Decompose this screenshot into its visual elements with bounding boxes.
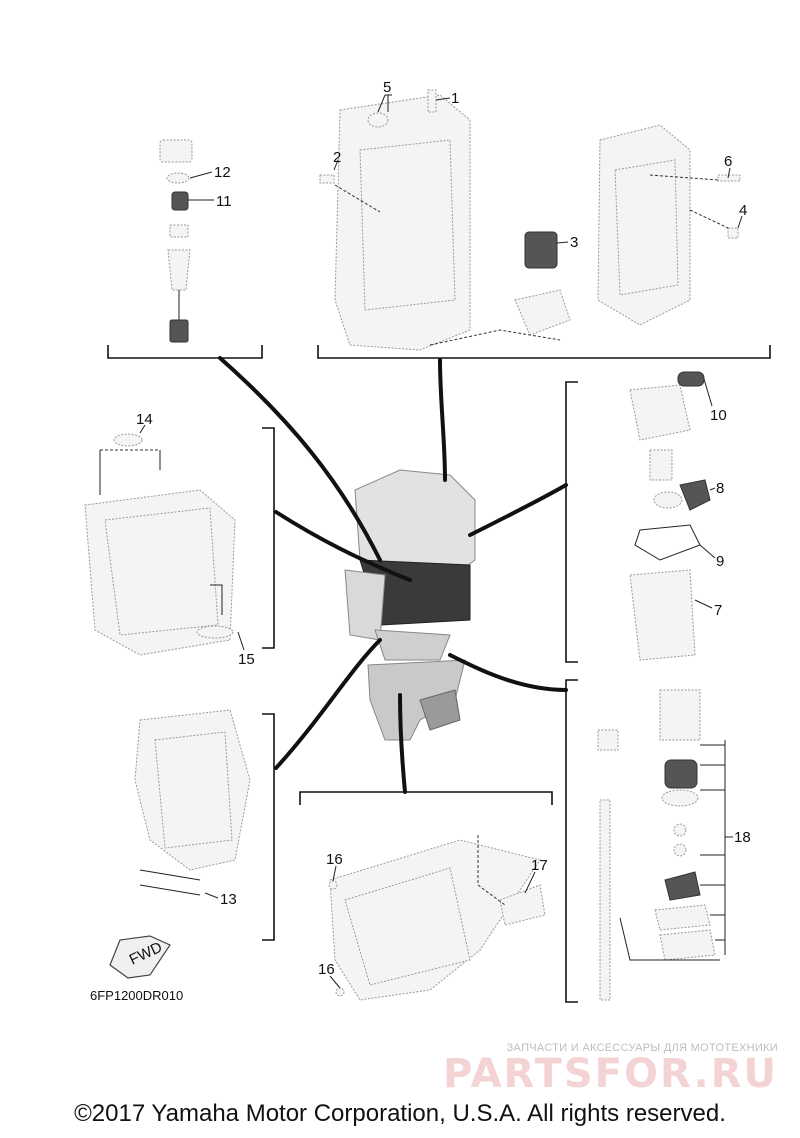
callout-10: 10 [710, 407, 727, 424]
callout-14: 14 [136, 411, 153, 428]
engine-block-group [317, 89, 771, 359]
callout-17: 17 [531, 857, 548, 874]
callout-8: 8 [716, 480, 724, 497]
pump-housing-part [664, 759, 698, 789]
callout-1: 1 [451, 90, 459, 107]
plug-part-4 [727, 227, 739, 239]
callout-12: 12 [214, 164, 231, 181]
callout-9: 9 [716, 553, 724, 570]
watermark-brand: PARTSFOR.RU [442, 1051, 778, 1097]
sensor-part-6 [717, 174, 741, 182]
part-10 [677, 371, 705, 387]
fwd-arrow: FWD [109, 935, 171, 979]
filter-element-part-11 [171, 191, 189, 211]
plug-part-2 [319, 174, 335, 184]
diagram-code: 6FP1200DR010 [90, 988, 183, 1003]
callout-16-upper: 16 [326, 851, 343, 868]
connector-lines [218, 356, 568, 794]
callout-labels: 1 2 3 4 5 6 7 8 9 10 11 12 13 14 15 16 1… [136, 79, 751, 978]
fuel-filter-group [107, 139, 263, 359]
bolt-part-1 [427, 89, 437, 113]
copyright-notice: ©2017 Yamaha Motor Corporation, U.S.A. A… [74, 1100, 726, 1127]
lower-case-group [299, 791, 553, 1001]
gasket-part-8 [679, 479, 711, 511]
callout-16-lower: 16 [318, 961, 335, 978]
callout-4: 4 [739, 202, 747, 219]
watermark-subtitle: ЗАПЧАСТИ И АКСЕССУАРЫ ДЛЯ МОТОТЕХНИКИ [506, 1042, 778, 1054]
callout-3: 3 [570, 234, 578, 251]
callout-7: 7 [714, 602, 722, 619]
gasket-part-9 [634, 524, 701, 561]
callout-2: 2 [333, 149, 341, 166]
callout-18: 18 [734, 829, 751, 846]
callout-11: 11 [216, 193, 232, 210]
water-pump-group [565, 679, 733, 1003]
callout-13: 13 [220, 891, 237, 908]
callout-5: 5 [383, 79, 391, 96]
gasket-part-5 [367, 112, 389, 128]
o-ring-part-12 [166, 172, 190, 184]
oil-pan-group [84, 424, 275, 656]
oil-filter-part [524, 231, 558, 269]
impeller-part [664, 871, 701, 901]
callout-6: 6 [724, 153, 732, 170]
thermostat-group [565, 371, 716, 663]
exhaust-guide-group [134, 709, 275, 941]
watermark: ЗАПЧАСТИ И АКСЕССУАРЫ ДЛЯ МОТОТЕХНИКИ PA… [443, 1042, 778, 1094]
outboard-motor-illustration [344, 469, 476, 741]
callout-15: 15 [238, 651, 255, 668]
